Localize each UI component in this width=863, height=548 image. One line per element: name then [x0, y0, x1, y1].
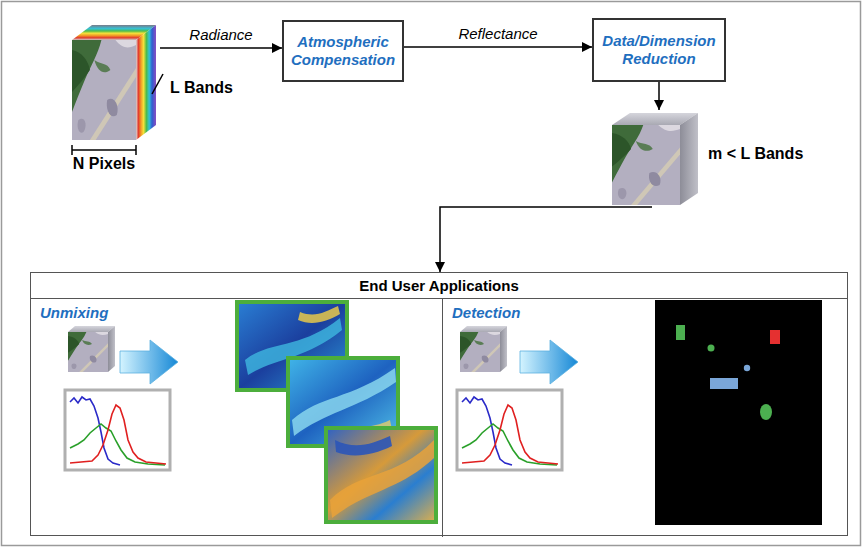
unmixing-illustration [65, 302, 436, 522]
edge-label: Reflectance [456, 25, 539, 43]
cube-label: L Bands [170, 78, 233, 97]
reduced-cube [612, 113, 698, 205]
band-axis-tick [152, 74, 163, 94]
section-heading: Detection [452, 304, 520, 322]
edge-label: Radiance [187, 26, 254, 44]
image-cube: L BandsN Pixels [68, 20, 160, 150]
panel-heading: End User Applications [31, 273, 847, 299]
reduced-cube: m < L Bands [612, 110, 700, 207]
process-box: Atmospheric Compensation [282, 20, 404, 82]
cube-label: m < L Bands [708, 144, 803, 163]
application-panel: End User ApplicationsUnmixing Detection [30, 272, 848, 536]
pixel-bracket [72, 145, 136, 155]
process-label: Atmospheric Compensation [288, 33, 398, 69]
application-section: Detection [443, 299, 849, 537]
application-section: Unmixing [31, 299, 443, 537]
cube-label: N Pixels [73, 154, 135, 173]
process-box: Data/Dimension Reduction [592, 18, 726, 82]
section-heading: Unmixing [40, 304, 108, 322]
detection-map [655, 300, 822, 525]
process-label: Data/Dimension Reduction [598, 32, 720, 68]
connector [440, 207, 652, 272]
hyperspectral-cube [72, 25, 156, 140]
connector [160, 47, 282, 49]
detection-illustration [457, 326, 578, 470]
connector [658, 82, 660, 110]
connector [404, 46, 592, 48]
